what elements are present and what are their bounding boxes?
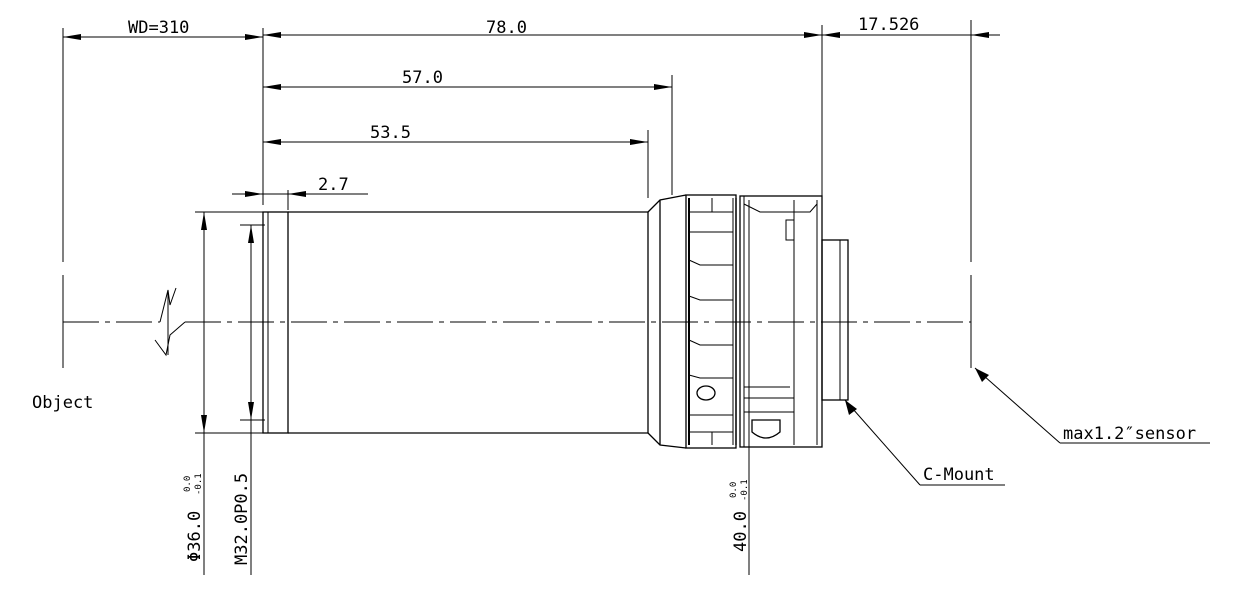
lens-body [262, 194, 849, 449]
length-57-label: 57.0 [402, 68, 443, 88]
wd-label: WD=310 [128, 18, 189, 38]
dim-wd: WD=310 [63, 18, 263, 40]
thread-label: M32.0P0.5 [232, 473, 252, 565]
diameter-rear-tol-lower: -0.1 [740, 479, 750, 501]
leader-cmount: C-Mount [844, 399, 1005, 486]
dim-17: 17.526 [822, 15, 1000, 38]
flange-distance-label: 17.526 [858, 15, 919, 35]
lock-screw-hole [696, 385, 716, 401]
diameter-front-tol-lower: -0.1 [194, 473, 204, 495]
dim-57: 57.0 [263, 68, 672, 90]
dim-diameter-40: 40.0 0.0 -0.1 [729, 479, 751, 552]
object-label: Object [32, 393, 93, 413]
sensor-label: max1.2″sensor [1063, 424, 1196, 444]
dim-78: 78.0 [263, 18, 822, 38]
diameter-rear-tol-upper: 0.0 [729, 482, 739, 498]
optical-axis [63, 287, 971, 357]
cmount-label: C-Mount [923, 465, 995, 485]
leader-sensor: max1.2″sensor [974, 367, 1210, 444]
length-78-label: 78.0 [486, 18, 527, 38]
diameter-rear-label: 40.0 [731, 511, 751, 552]
dim-thread: M32.0P0.5 [232, 225, 254, 575]
diameter-front-label: Φ36.0 [185, 511, 205, 562]
length-53-label: 53.5 [370, 123, 411, 143]
focus-ring-grip [688, 198, 733, 445]
dim-53: 53.5 [263, 123, 648, 145]
dim-diameter-36: Φ36.0 0.0 -0.1 [183, 212, 207, 575]
length-2-7-label: 2.7 [318, 175, 349, 195]
dim-2-7: 2.7 [232, 175, 368, 197]
diameter-front-tol-upper: 0.0 [183, 476, 193, 492]
